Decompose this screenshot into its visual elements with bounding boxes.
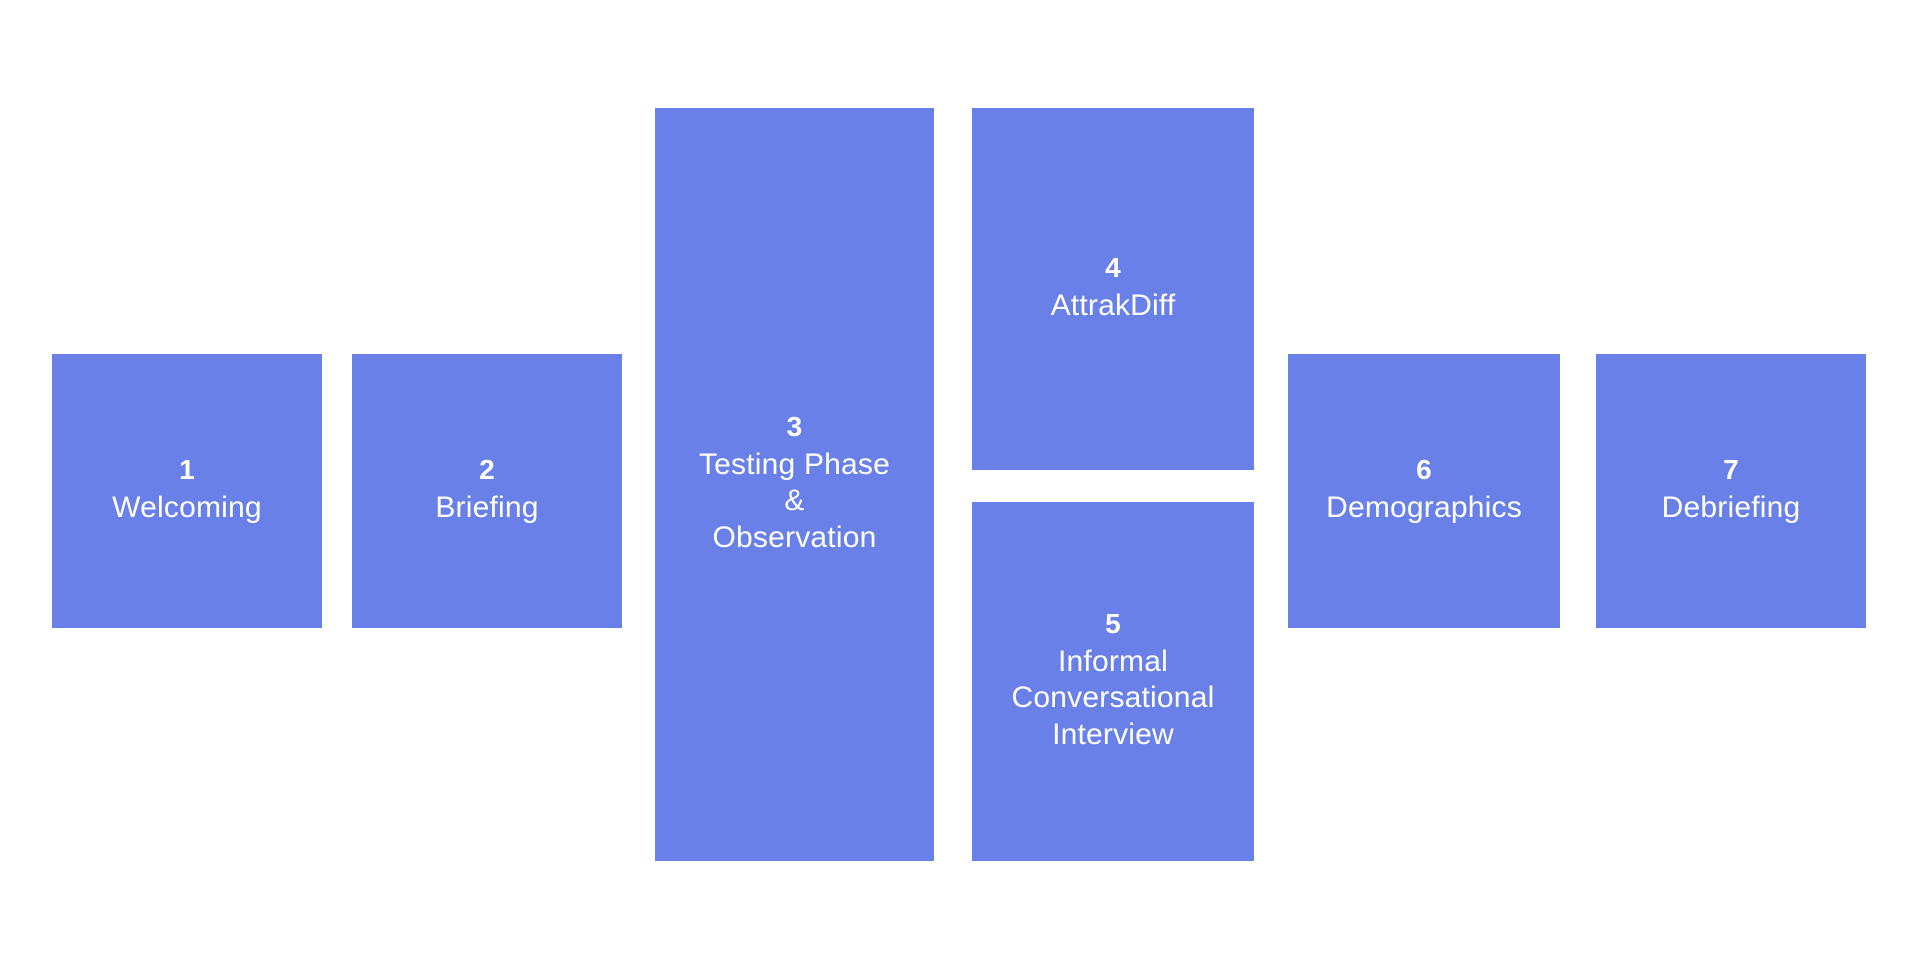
step-box-6-demographics: 6 Demographics (1288, 354, 1560, 628)
step-number-7: 7 (1723, 453, 1739, 485)
step-box-4-attrakdiff: 4 AttrakDiff (972, 108, 1254, 470)
step-number-6: 6 (1416, 453, 1432, 485)
step-box-2-briefing: 2 Briefing (352, 354, 622, 628)
step-number-3: 3 (786, 410, 803, 442)
step-label-6: Demographics (1326, 490, 1522, 524)
step-label-2: Briefing (435, 490, 539, 524)
step-number-2: 2 (479, 453, 495, 485)
step-box-1-welcoming: 1 Welcoming (52, 354, 322, 628)
step-label-1: Welcoming (112, 490, 262, 524)
step-box-3-testing-phase-observation: 3 Testing Phase & Observation (655, 108, 934, 861)
step-number-1: 1 (179, 453, 195, 485)
step-label-7: Debriefing (1661, 490, 1801, 524)
step-box-5-informal-conversational-interview: 5 Informal Conversational Interview (972, 502, 1254, 861)
step-label-5: Informal Conversational Interview (1011, 644, 1215, 751)
step-box-7-debriefing: 7 Debriefing (1596, 354, 1866, 628)
step-number-4: 4 (1105, 251, 1121, 283)
step-label-3: Testing Phase & Observation (698, 447, 891, 554)
step-number-5: 5 (1105, 607, 1121, 639)
step-label-4: AttrakDiff (1050, 288, 1176, 322)
